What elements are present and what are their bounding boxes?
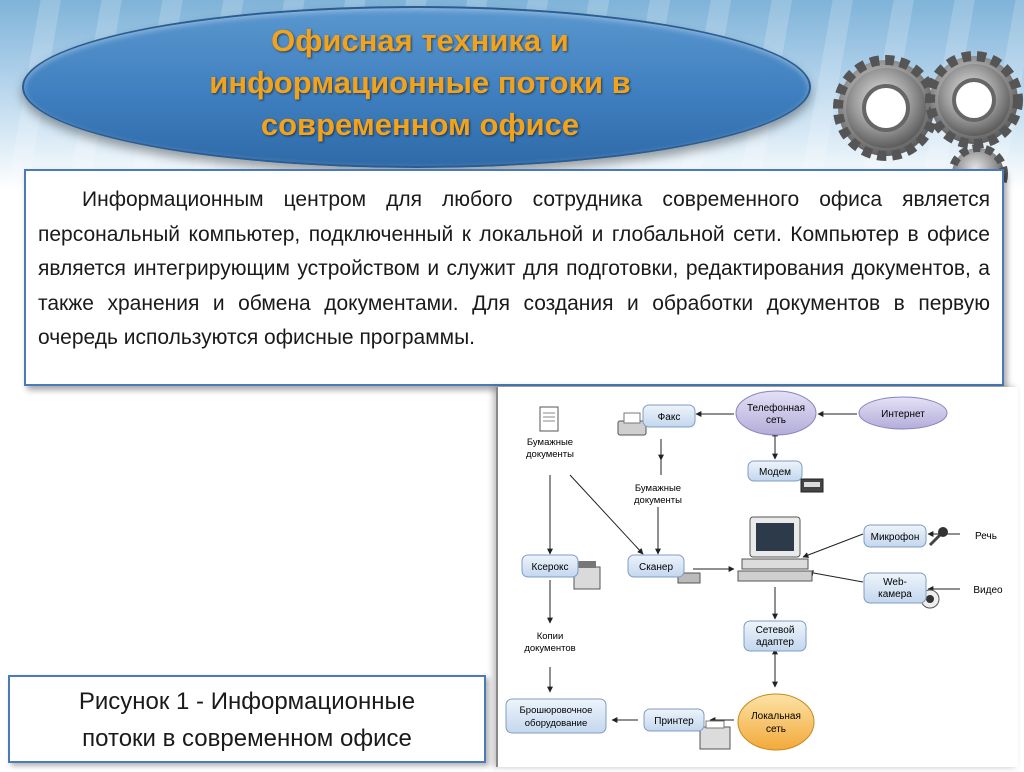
modem-node: Модем: [747, 460, 803, 482]
printer-node: Принтер: [643, 708, 705, 732]
svg-text:Телефонная: Телефонная: [747, 402, 805, 414]
paper-docs-node-1: Бумажные документы: [526, 437, 574, 460]
webcam-node: Web- камера: [863, 572, 927, 604]
title-line-1: Офисная техника и: [271, 23, 569, 58]
printer-device-icon: [699, 720, 731, 750]
svg-text:Локальная: Локальная: [751, 711, 801, 722]
computer-icon: [737, 516, 813, 582]
svg-text:документов: документов: [524, 643, 575, 654]
svg-text:Факс: Факс: [658, 412, 681, 423]
svg-text:Принтер: Принтер: [654, 716, 694, 727]
microphone-node: Микрофон: [863, 524, 927, 548]
gears-icon: [833, 51, 1023, 190]
svg-text:адаптер: адаптер: [756, 637, 794, 648]
svg-text:Интернет: Интернет: [881, 409, 925, 420]
binding-equipment-node: Брошюровочное оборудование: [505, 698, 607, 734]
svg-text:камера: камера: [878, 589, 912, 600]
copier-icon: [573, 561, 601, 590]
svg-text:сеть: сеть: [766, 724, 786, 735]
paper-docs-node-2: Бумажные документы: [634, 483, 682, 506]
slide-title: Офисная техника и информационные потоки …: [150, 20, 690, 146]
svg-text:Бумажные: Бумажные: [635, 483, 681, 494]
svg-text:Сканер: Сканер: [639, 562, 673, 573]
svg-text:Web-: Web-: [883, 577, 907, 588]
phone-network-node: Телефонная сеть: [735, 390, 817, 436]
local-network-node: Локальная сеть: [737, 693, 815, 751]
internet-node: Интернет: [858, 396, 948, 430]
title-line-3: современном офисе: [260, 107, 580, 142]
svg-text:Ксерокс: Ксерокс: [532, 562, 569, 573]
svg-text:Брошюровочное: Брошюровочное: [520, 705, 593, 716]
description-box: Информационным центром для любого сотруд…: [24, 169, 1004, 386]
scanner-node: Сканер: [627, 554, 685, 578]
svg-text:сеть: сеть: [766, 415, 786, 426]
diagram-frame: Факс Телефонная сеть Интернет Бумажные д…: [496, 387, 1018, 767]
video-label: Видео: [973, 585, 1003, 596]
document-icon: [539, 406, 559, 432]
description-text: Информационным центром для любого сотруд…: [38, 188, 990, 349]
speech-label: Речь: [975, 531, 997, 542]
network-adapter-node: Сетевой адаптер: [743, 620, 807, 652]
svg-text:Копии: Копии: [537, 631, 564, 642]
caption-line-2: потоки в современном офисе: [82, 725, 412, 752]
svg-text:документы: документы: [634, 495, 682, 506]
fax-icon: [617, 412, 647, 436]
fax-node: Факс: [642, 404, 696, 428]
svg-text:документы: документы: [526, 449, 574, 460]
xerox-node: Ксерокс: [521, 554, 579, 578]
microphone-icon: [928, 527, 948, 547]
copies-node: Копии документов: [524, 631, 575, 654]
svg-text:Микрофон: Микрофон: [871, 531, 920, 543]
information-flow-diagram: Факс Телефонная сеть Интернет Бумажные д…: [505, 390, 1003, 751]
svg-text:оборудование: оборудование: [525, 718, 588, 729]
title-line-2: информационные потоки в: [209, 65, 631, 100]
svg-text:Модем: Модем: [759, 467, 791, 478]
scanner-device-icon: [677, 572, 701, 584]
svg-text:Бумажные: Бумажные: [527, 437, 573, 448]
title-oval: [22, 6, 811, 168]
figure-caption: Рисунок 1 - Информационные потоки в совр…: [8, 675, 486, 763]
svg-text:Сетевой: Сетевой: [756, 625, 795, 636]
modem-device-icon: [800, 478, 824, 493]
caption-line-1: Рисунок 1 - Информационные: [78, 688, 416, 715]
